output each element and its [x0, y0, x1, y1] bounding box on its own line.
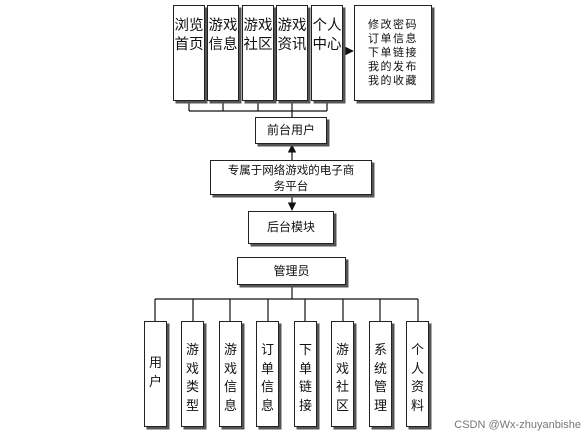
module-browse-home: 浏览首页	[173, 5, 205, 101]
backend-module-box: 后台模块	[248, 211, 334, 244]
module-browse-home-label: 浏览首页	[174, 18, 204, 53]
watermark: CSDN @Wx-zhuyanbishe	[454, 419, 581, 431]
module-order-link-label: 下单链接	[298, 343, 312, 414]
module-users: 用户	[144, 321, 167, 427]
platform-box: 专属于网络游戏的电子商务平台	[210, 160, 372, 195]
item-order-link: 下单链接	[368, 46, 418, 59]
module-system-management: 系统管理	[369, 321, 392, 427]
module-game-info-label: 游戏信息	[208, 18, 238, 53]
module-bottom-game-community-label: 游戏社区	[335, 343, 349, 414]
frontend-user-box: 前台用户	[255, 117, 327, 144]
backend-module-label: 后台模块	[266, 220, 315, 234]
frontend-user-label: 前台用户	[266, 123, 315, 137]
module-personal-profile-label: 个人资料	[410, 343, 424, 414]
module-game-community-label: 游戏社区	[243, 18, 273, 53]
personal-center-items-text: 修改密码 订单信息 下单链接 我的发布 我的收藏	[355, 6, 431, 100]
item-order-info: 订单信息	[368, 32, 418, 45]
module-game-news: 游戏资讯	[276, 5, 308, 101]
module-personal-center: 个人中心	[311, 5, 343, 101]
item-my-favorites: 我的收藏	[368, 74, 418, 87]
module-game-types: 游戏类型	[181, 321, 204, 427]
module-game-community: 游戏社区	[242, 5, 274, 101]
module-order-info: 订单信息	[256, 321, 279, 427]
module-bottom-game-community: 游戏社区	[331, 321, 354, 427]
module-order-info-label: 订单信息	[260, 343, 274, 414]
module-game-news-label: 游戏资讯	[277, 18, 307, 53]
item-my-posts: 我的发布	[368, 60, 418, 73]
module-personal-profile: 个人资料	[406, 321, 429, 427]
personal-center-items-box: 修改密码 订单信息 下单链接 我的发布 我的收藏	[354, 5, 432, 101]
admin-label: 管理员	[273, 263, 310, 278]
module-bottom-game-info-label: 游戏信息	[223, 343, 237, 414]
item-change-password: 修改密码	[368, 18, 418, 31]
module-game-types-label: 游戏类型	[185, 343, 199, 414]
module-bottom-game-info: 游戏信息	[219, 321, 242, 427]
admin-box: 管理员	[237, 257, 346, 285]
platform-label: 专属于网络游戏的电子商务平台	[227, 162, 355, 193]
module-order-link: 下单链接	[294, 321, 317, 427]
module-game-info: 游戏信息	[207, 5, 239, 101]
module-personal-center-label: 个人中心	[312, 18, 342, 53]
module-users-label: 用户	[148, 356, 162, 390]
module-system-management-label: 系统管理	[373, 343, 387, 414]
